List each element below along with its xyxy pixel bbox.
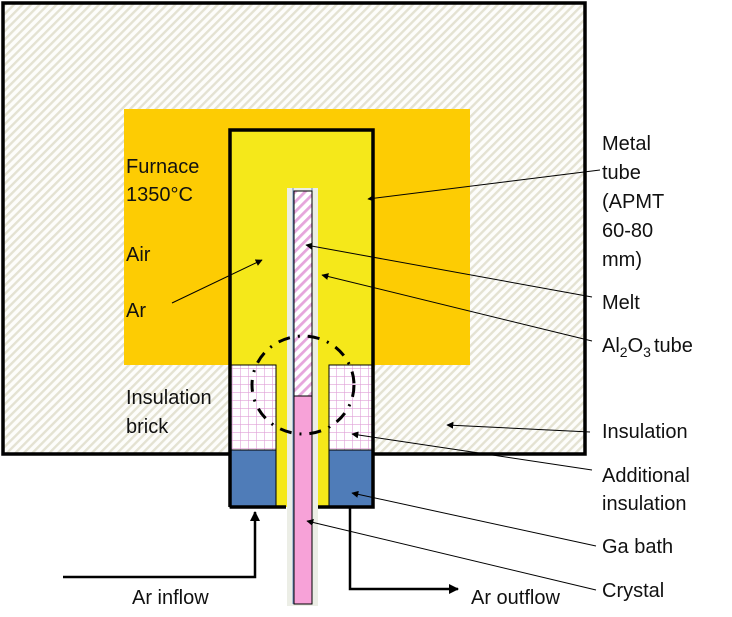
leader-ga-bath [351,490,597,547]
label-metal-tube-2: tube [602,162,641,184]
ga-bath-right [328,449,374,509]
label-metal-tube-5: mm) [602,249,642,271]
leader-additional-insulation [351,431,593,471]
label-ar-inflow: Ar inflow [132,587,209,609]
leader-melt [305,242,593,298]
ar-inflow-arrow [63,511,260,579]
hot-zone-circle [250,334,356,436]
crystal [293,395,313,605]
label-metal-tube-1: Metal [602,133,651,155]
label-furnace-temp: 1350°C [126,184,193,206]
leader-al2o3 [321,273,593,342]
leader-insulation [446,421,591,433]
label-melt: Melt [602,292,640,314]
ga-bath-left [229,449,277,509]
label-crystal: Crystal [602,580,664,602]
label-additional-insulation-2: insulation [602,493,687,515]
label-insulation: Insulation [602,421,688,443]
label-metal-tube-3: (APMT [602,191,664,213]
label-ga-bath: Ga bath [602,536,673,558]
additional-insulation-left [229,364,277,451]
leader-ar [171,259,263,304]
label-ar: Ar [126,300,146,322]
melt [293,190,313,397]
metal-tube-outline [228,128,375,509]
ar-outflow-arrow [348,508,459,594]
label-insulation-brick-1: Insulation [126,387,212,409]
label-air: Air [126,244,151,266]
label-furnace: Furnace [126,156,199,178]
label-metal-tube-4: 60-80 [602,220,653,242]
additional-insulation-right [328,364,374,451]
leader-metal-tube [367,169,601,202]
label-ar-outflow: Ar outflow [471,587,560,609]
leader-crystal [306,519,597,591]
label-insulation-brick-2: brick [126,416,169,438]
label-additional-insulation-1: Additional [602,465,690,487]
